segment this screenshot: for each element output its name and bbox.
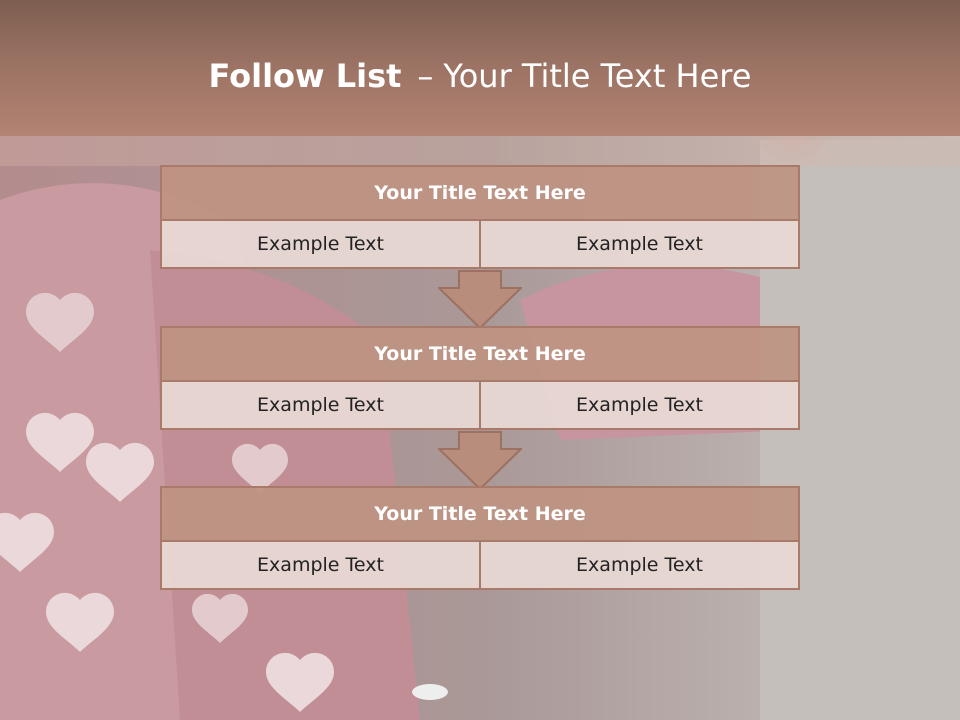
block-cell-left: Example Text — [160, 540, 481, 590]
block-title: Your Title Text Here — [160, 165, 800, 221]
block-row: Example Text Example Text — [160, 380, 800, 430]
down-arrow-icon — [438, 270, 522, 330]
block-cell-right: Example Text — [479, 380, 800, 430]
header-band — [0, 136, 960, 166]
block-cell-right: Example Text — [479, 540, 800, 590]
block-cell-left: Example Text — [160, 219, 481, 269]
block-cell-left: Example Text — [160, 380, 481, 430]
block-title: Your Title Text Here — [160, 326, 800, 382]
title-bold: Follow List — [208, 57, 402, 95]
slide-title: Follow List–Your Title Text Here — [0, 52, 960, 100]
list-block-1: Your Title Text Here Example Text Exampl… — [160, 165, 800, 269]
block-title: Your Title Text Here — [160, 486, 800, 542]
list-block-2: Your Title Text Here Example Text Exampl… — [160, 326, 800, 430]
block-cell-right: Example Text — [479, 219, 800, 269]
title-dash: – — [417, 57, 434, 95]
header-bar — [0, 0, 960, 136]
down-arrow-icon — [438, 431, 522, 491]
block-row: Example Text Example Text — [160, 540, 800, 590]
block-row: Example Text Example Text — [160, 219, 800, 269]
title-rest: Your Title Text Here — [443, 57, 752, 95]
list-block-3: Your Title Text Here Example Text Exampl… — [160, 486, 800, 590]
